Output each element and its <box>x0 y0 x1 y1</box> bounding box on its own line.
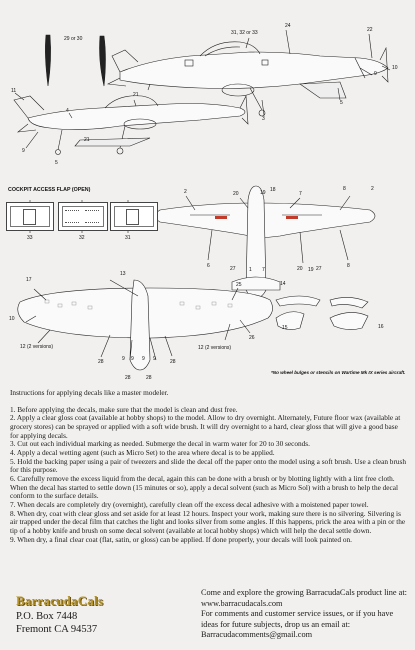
cockpit-flap-32 <box>58 202 108 231</box>
instruction-step: 2. Apply a clear gloss coat (available a… <box>10 413 401 440</box>
label-22: 22 <box>367 27 373 33</box>
brand-logo-text: BarracudaCals <box>16 593 104 608</box>
label-17: 17 <box>26 277 32 283</box>
label-9a: 9 <box>374 71 377 77</box>
underside-view <box>17 279 273 371</box>
wingtip-right <box>99 35 106 87</box>
label-9b: 9 <box>22 148 25 154</box>
wingtip-left <box>45 34 51 87</box>
promo-paragraph: For comments and customer service issues… <box>201 609 394 640</box>
label-14: 14 <box>280 281 286 287</box>
label-8a: 8 <box>343 186 346 192</box>
label-28b: 28 <box>170 359 176 365</box>
small-parts <box>275 295 369 330</box>
label-20a: 20 <box>233 191 239 197</box>
label-8b: 8 <box>347 263 350 269</box>
label-10b: 10 <box>9 316 15 322</box>
label-9d: 9 <box>131 356 134 362</box>
instruction-step: 8. When dry, coat with clear gloss and s… <box>10 508 406 535</box>
label-5a: 5 <box>340 100 343 106</box>
label-25: 25 <box>236 282 242 288</box>
label-28d: 28 <box>146 375 152 381</box>
label-33: 33 <box>27 235 33 241</box>
label-19a: 19 <box>260 190 266 196</box>
instruction-step: 6. Carefully remove the excess liquid fr… <box>10 473 399 501</box>
instruction-step: 9. When dry, a final clear coat (flat, s… <box>10 534 352 544</box>
label-26: 26 <box>249 335 255 341</box>
label-21a: 21 <box>133 92 139 98</box>
label-9f: 9 <box>153 356 156 362</box>
label-1: 1 <box>249 267 252 273</box>
instruction-step: 1. Before applying the decals, make sure… <box>10 404 238 414</box>
label-31: 31 <box>125 235 131 241</box>
label-27a: 27 <box>230 266 236 272</box>
label-2a: 2 <box>184 189 187 195</box>
address-line-2: Fremont CA 94537 <box>16 624 98 635</box>
footnote: *No wheel bulges or stencils on Wartime … <box>271 370 406 375</box>
instruction-step: 4. Apply a decal wetting agent (such as … <box>10 447 275 457</box>
label-27b: 27 <box>316 266 322 272</box>
promo-text: Come and explore the growing BarracudaCa… <box>201 588 407 641</box>
label-wingtips: 29 or 30 <box>64 36 83 42</box>
label-21b: 21 <box>84 137 90 143</box>
instruction-step: 7. When decals are completely dry (overn… <box>10 499 369 509</box>
label-24: 24 <box>285 23 291 29</box>
label-28c: 28 <box>125 375 131 381</box>
label-16: 16 <box>378 324 384 330</box>
label-28a: 28 <box>98 359 104 365</box>
side-view-bottom <box>13 92 249 155</box>
label-7a: 7 <box>299 191 302 197</box>
brand-logo: BarracudaCals <box>16 593 126 613</box>
cockpit-flap-caption: COCKPIT ACCESS FLAP (OPEN) <box>8 187 91 193</box>
label-9c: 9 <box>122 356 125 362</box>
label-13: 13 <box>120 271 126 277</box>
label-7b: 7 <box>262 267 265 273</box>
promo-paragraph: Come and explore the growing BarracudaCa… <box>201 588 407 608</box>
label-9e: 9 <box>142 356 145 362</box>
label-32: 32 <box>79 235 85 241</box>
label-10: 10 <box>392 65 398 71</box>
cockpit-flap-33 <box>6 202 54 231</box>
label-19b: 19 <box>308 267 314 273</box>
label-18: 18 <box>270 187 276 193</box>
label-3: 3 <box>262 116 265 122</box>
instructions: Instructions for applying decals like a … <box>10 388 407 544</box>
label-15: 15 <box>282 325 288 331</box>
label-12a: 12 (2 versions) <box>20 344 54 350</box>
aircraft-line-drawings <box>13 29 391 371</box>
label-2b: 2 <box>371 186 374 192</box>
instructions-heading: Instructions for applying decals like a … <box>10 388 169 397</box>
instruction-step: 5. Hold the backing paper using a pair o… <box>10 456 407 475</box>
cockpit-flap-31 <box>110 202 158 231</box>
label-4: 4 <box>66 108 69 114</box>
plan-view <box>154 185 376 299</box>
label-top-fuse: 31, 32 or 33 <box>231 30 258 36</box>
label-6: 6 <box>207 263 210 269</box>
label-11: 11 <box>11 88 17 94</box>
label-20b: 20 <box>297 266 303 272</box>
instruction-step: 3. Cut out each individual marking as ne… <box>10 439 310 449</box>
label-12b: 12 (2 versions) <box>198 345 232 351</box>
side-view-top <box>106 29 391 117</box>
label-5b: 5 <box>55 160 58 166</box>
address-line-1: P.O. Box 7448 <box>16 611 78 622</box>
